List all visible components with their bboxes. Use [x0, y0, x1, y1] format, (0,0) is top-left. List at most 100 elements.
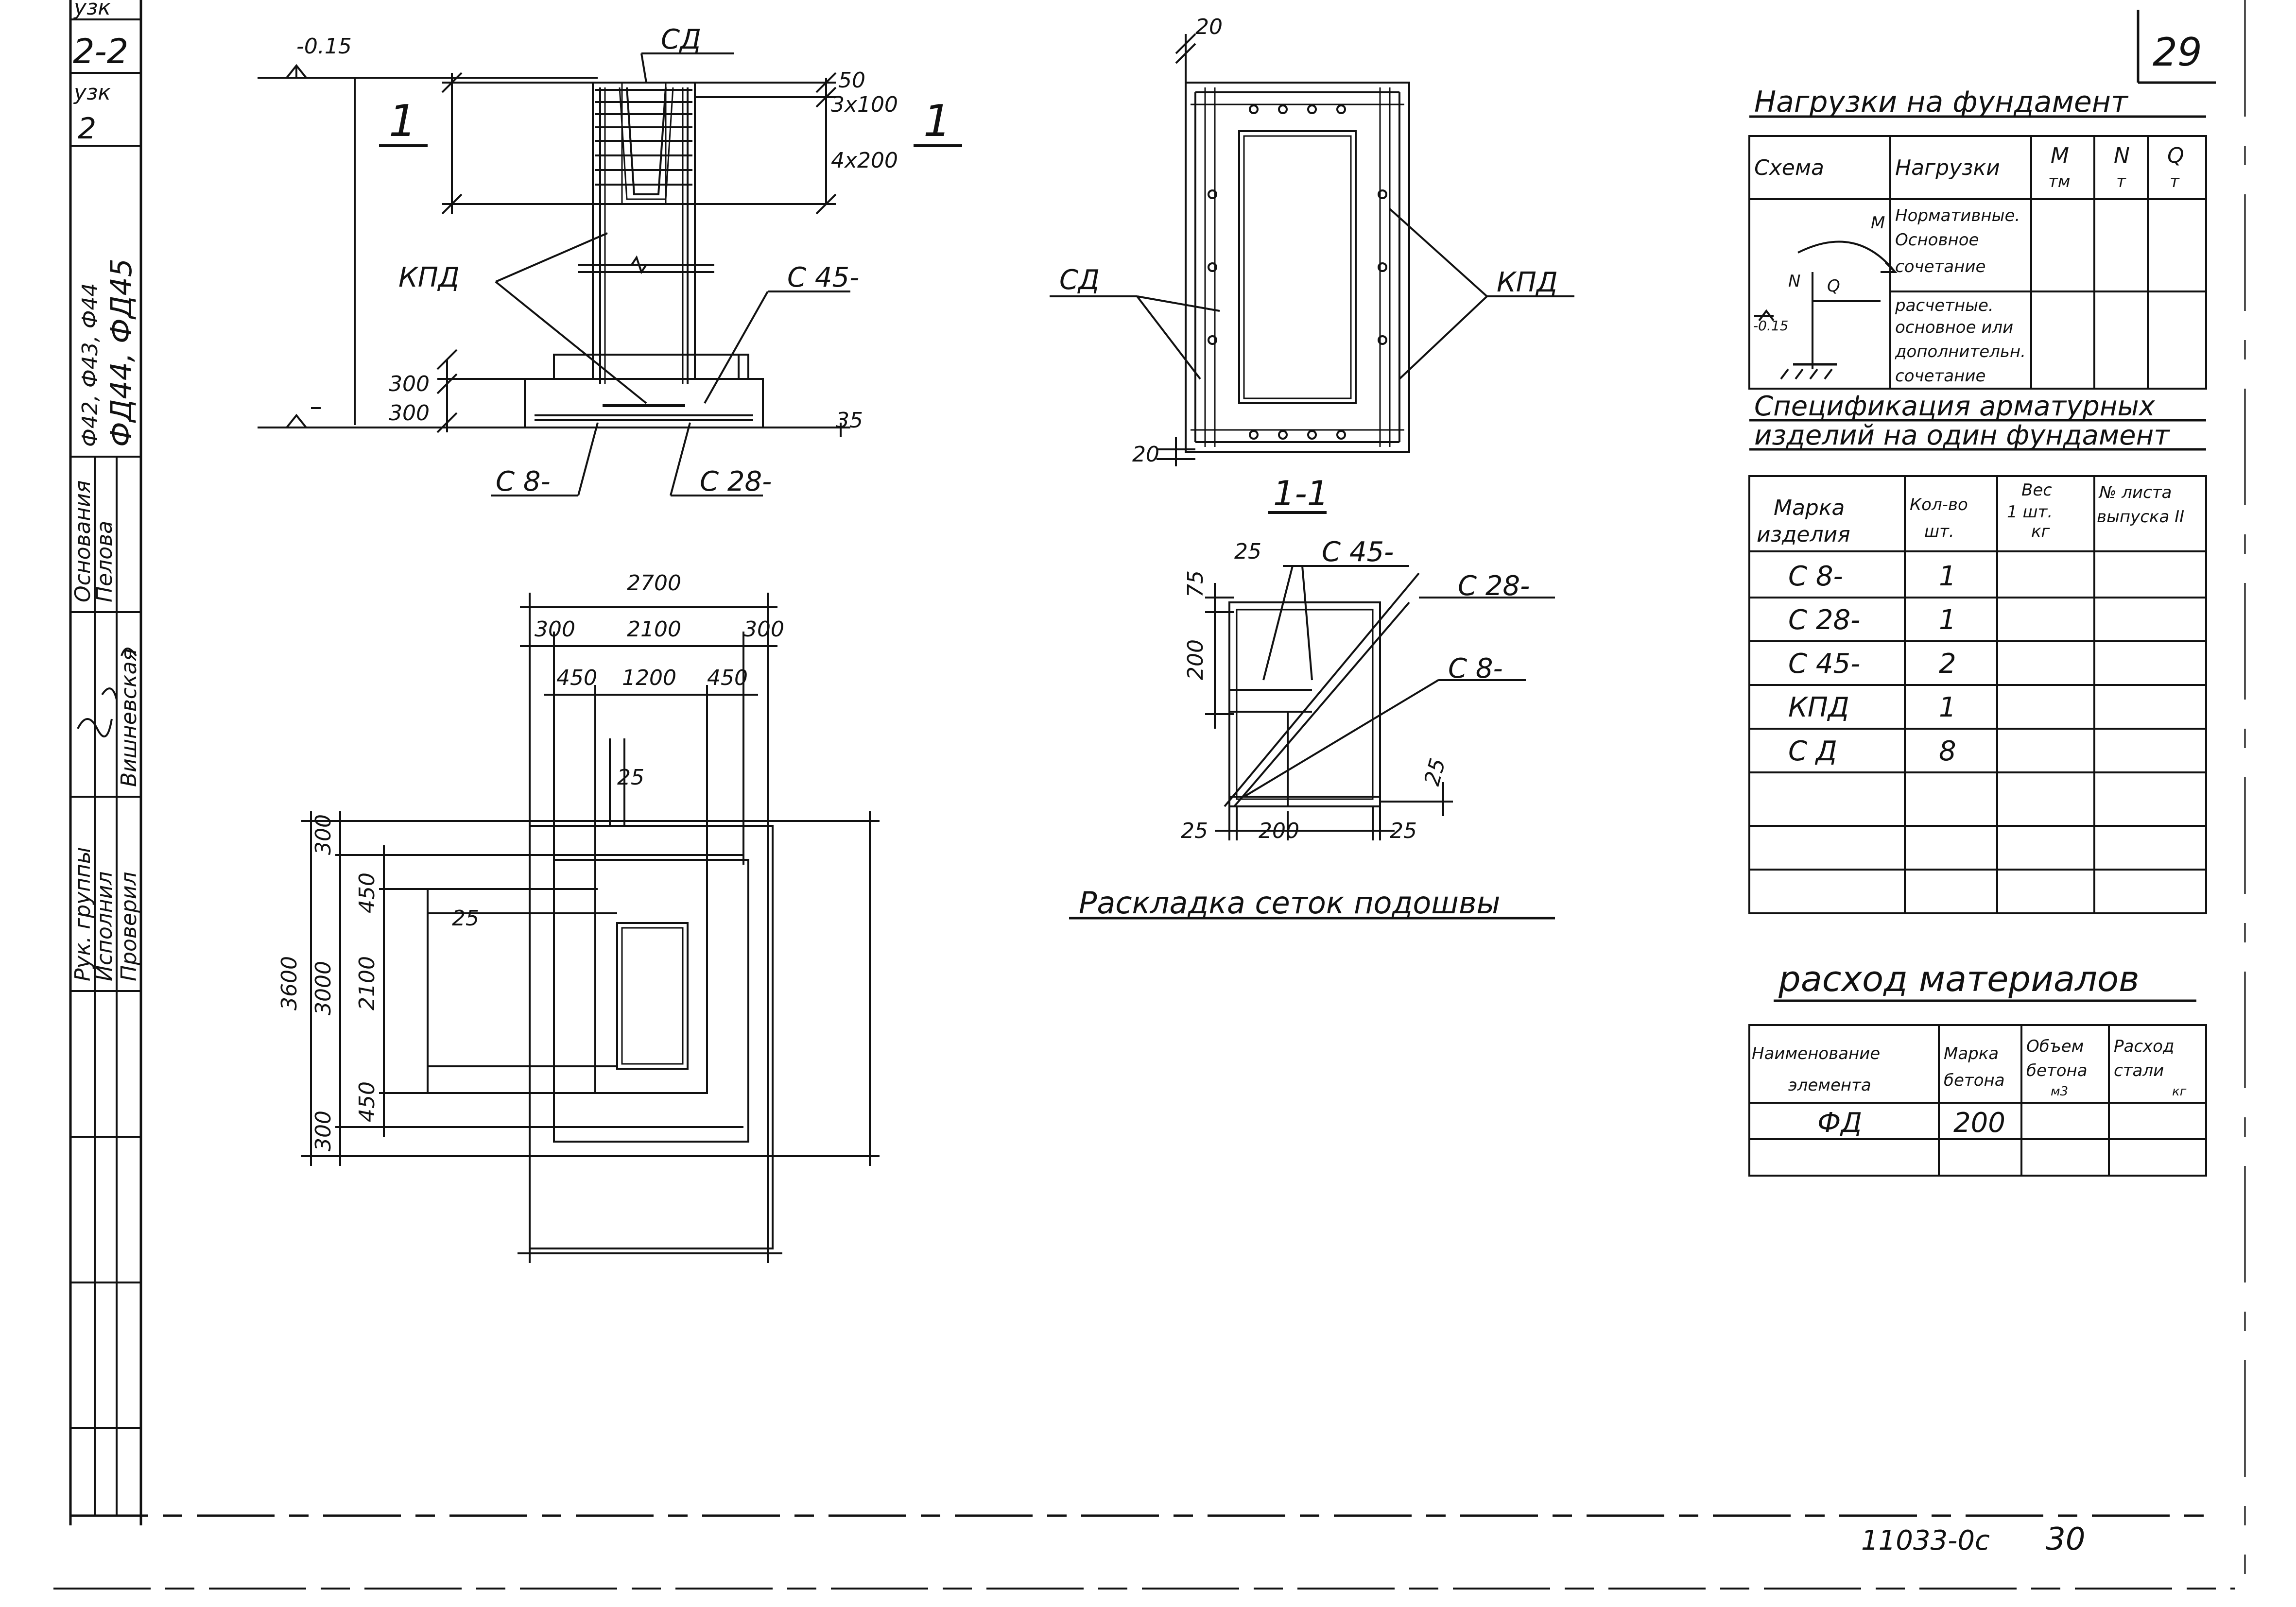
stamp-cell-1: узк	[73, 0, 111, 20]
loads-header-n-unit: т	[2116, 172, 2126, 191]
spec-header-sheet-2: выпуска II	[2097, 507, 2184, 527]
signatures	[77, 648, 137, 737]
dim-25-a: 25	[617, 765, 644, 790]
stamp-cell-4: 2	[78, 112, 96, 146]
stamp-role-1: Рук. группы	[70, 847, 95, 981]
spec-header-sheet-1: № листа	[2098, 483, 2172, 502]
dim-1200: 1200	[622, 666, 676, 690]
scheme-mark: -0.15	[1753, 318, 1788, 334]
materials-header-steel-2: стали	[2114, 1061, 2164, 1080]
dim-450-left: 450	[556, 666, 597, 690]
spec-header-weight-1: Вес	[2021, 480, 2052, 500]
loads-row1-line2: Основное	[1895, 230, 1979, 250]
sheet-frame	[53, 0, 2246, 1590]
materials-header-volume-1: Объем	[2026, 1037, 2084, 1056]
section-dim-top: 20	[1195, 15, 1223, 39]
materials-header-name-1: Наименование	[1752, 1044, 1880, 1063]
section-dim-bottom: 20	[1132, 442, 1159, 467]
dim-2100-top: 2100	[627, 617, 681, 642]
label-sd: СД	[661, 24, 701, 55]
stamp-name-2: Вишневская	[117, 649, 141, 787]
loads-header-q: Q	[2167, 143, 2184, 168]
spec-row-1-qty: 1	[1939, 561, 1956, 592]
materials-header-volume-2: бетона	[2026, 1061, 2088, 1080]
dim-50: 50	[838, 68, 865, 93]
materials-header-name-2: элемента	[1788, 1076, 1871, 1095]
mesh-dim-25-br: 25	[1419, 756, 1450, 788]
loads-header-scheme: Схема	[1754, 155, 1824, 180]
dim-300-a: 300	[389, 372, 430, 396]
loads-header-q-unit: т	[2170, 172, 2180, 191]
spec-header-weight-3: кг	[2031, 522, 2051, 541]
dim-300-b: 300	[389, 401, 430, 426]
mesh-dim-200-v: 200	[1183, 639, 1208, 680]
section-title: 1-1	[1273, 474, 1329, 513]
mesh-dim-200-h: 200	[1259, 819, 1299, 843]
loads-table	[1748, 115, 2207, 390]
loads-header-n: N	[2114, 143, 2130, 168]
dim-3x100: 3х100	[831, 92, 898, 117]
mesh-dim-25-top: 25	[1234, 539, 1261, 564]
spec-title-1: Спецификация арматурных	[1754, 391, 2156, 422]
plan-view	[301, 593, 880, 1263]
scheme-n: N	[1788, 272, 1800, 291]
spec-row-5-qty: 8	[1939, 735, 1956, 767]
scheme-q: Q	[1827, 276, 1840, 296]
sheet-number: 30	[2046, 1522, 2085, 1557]
label-c8: С 8-	[496, 466, 551, 497]
title-block	[70, 18, 141, 1516]
mesh-dim-25-bl: 25	[1181, 819, 1208, 843]
label-kpd: КПД	[398, 262, 460, 293]
spec-row-4-mark: КПД	[1788, 692, 1849, 723]
loads-row2-line3: дополнительн.	[1895, 342, 2026, 361]
loads-row1-line1: Нормативные.	[1895, 206, 2020, 225]
materials-header-grade-1: Марка	[1944, 1044, 1999, 1063]
dim-300-right: 300	[743, 617, 784, 642]
section-label-right: 1	[923, 96, 951, 147]
materials-header-volume-unit: м3	[2051, 1084, 2068, 1099]
loads-row2-line2: основное или	[1895, 318, 2013, 337]
loads-header-m-unit: тм	[2048, 172, 2070, 191]
materials-header-steel-1: Расход	[2114, 1037, 2174, 1056]
loads-row1-line3: сочетание	[1895, 257, 1985, 276]
stamp-series-1: ФД44, ФД45	[104, 258, 138, 447]
stamp-name-1: Пелова	[92, 521, 117, 602]
dim-2100-left: 2100	[355, 956, 380, 1010]
dim-300-left: 300	[535, 617, 575, 642]
materials-table	[1748, 999, 2207, 1177]
loads-row2-line1: расчетные.	[1895, 296, 1994, 315]
mesh-dim-25-b: 25	[1390, 819, 1417, 843]
dim-450-right: 450	[707, 666, 748, 690]
level-mark: -0.15	[296, 34, 352, 59]
spec-row-2-mark: С 28-	[1788, 604, 1860, 636]
materials-header-steel-unit: кг	[2172, 1084, 2187, 1099]
dim-450-bottom: 450	[355, 1081, 380, 1122]
elevation-view	[258, 52, 962, 496]
mesh-dim-75: 75	[1183, 570, 1208, 598]
scheme-m: M	[1871, 213, 1885, 233]
dim-300-bottom: 300	[311, 1111, 336, 1151]
loads-title: Нагрузки на фундамент	[1754, 85, 2129, 119]
stamp-role-3: Проверил	[117, 872, 141, 981]
stamp-series-2: Ф42, Ф43, Ф44	[78, 283, 103, 447]
dim-25-b: 25	[452, 906, 479, 931]
spec-row-3-mark: С 45-	[1788, 648, 1860, 680]
mesh-label-c8: С 8-	[1448, 653, 1503, 684]
loads-row2-line4: сочетание	[1895, 366, 1985, 386]
spec-row-5-mark: С Д	[1788, 735, 1837, 767]
section-label-sd: СД	[1059, 264, 1100, 296]
spec-header-mark-1: Марка	[1774, 496, 1845, 520]
label-c45: С 45-	[787, 262, 859, 293]
page-number: 29	[2153, 30, 2202, 75]
section-1-1-view	[1050, 33, 1574, 466]
materials-row-1-name: ФД	[1817, 1107, 1862, 1139]
mesh-layout-view	[1069, 565, 1555, 920]
materials-header-grade-2: бетона	[1944, 1071, 2005, 1090]
dim-4x200: 4х200	[831, 148, 898, 173]
spec-row-2-qty: 1	[1939, 604, 1956, 636]
spec-row-4-qty: 1	[1939, 692, 1956, 723]
stamp-header: Основания	[70, 480, 95, 602]
mesh-caption: Раскладка сеток подошвы	[1079, 885, 1501, 921]
dim-3600: 3600	[277, 956, 302, 1010]
